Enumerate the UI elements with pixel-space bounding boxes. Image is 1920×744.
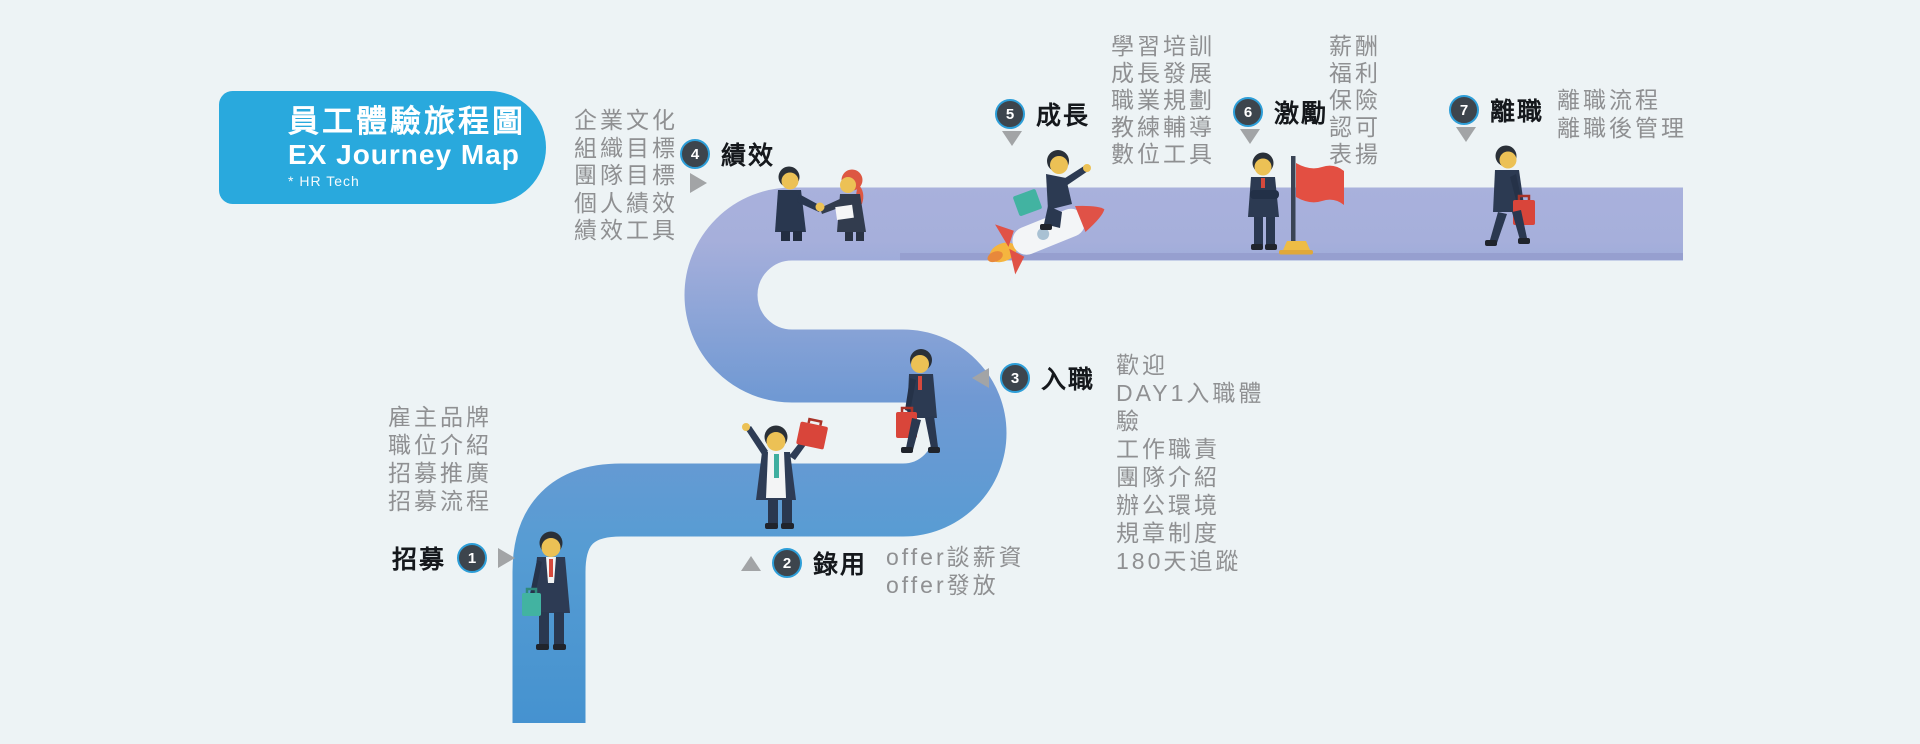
journey-road-path: [512, 187, 1683, 723]
stage2-label: 錄用: [813, 551, 868, 579]
onboarding-walking-man-icon: [896, 349, 940, 453]
stage1-list: 雇主品牌 職位介紹 招募推廣 招募流程: [388, 404, 492, 514]
stage7-marker: 7 離職: [1449, 92, 1544, 128]
stage5-label: 成長: [1036, 102, 1091, 130]
page-subtitle: EX Journey Map: [288, 139, 520, 170]
road-bottom-edge-shade: [900, 253, 1683, 260]
title-card: 員工體驗旅程圖 EX Journey Map * HR Tech: [219, 91, 546, 204]
stage3-label: 入職: [1041, 366, 1096, 394]
stage1-marker: 招募 1: [392, 540, 516, 576]
stage3-left-arrow-icon: [972, 368, 989, 388]
stage1-right-arrow-icon: [498, 548, 516, 568]
stage6-marker: 6 激勵: [1233, 94, 1328, 130]
stage2-up-arrow-icon: [741, 555, 761, 571]
stage7-list: 離職流程 離職後管理: [1557, 87, 1687, 141]
stage6-number-badge: 6: [1233, 97, 1263, 127]
stage7-number-badge: 7: [1449, 95, 1479, 125]
leaving-walking-man-icon: [1485, 145, 1535, 246]
candidate-standing-icon: [522, 531, 570, 650]
stage1-label: 招募: [392, 546, 447, 574]
teal-briefcase-icon: [1013, 189, 1042, 216]
stage5-marker: 5 成長: [995, 96, 1090, 132]
stage4-marker: 4 績效: [680, 136, 775, 172]
handshake-pair-icon: [775, 166, 866, 241]
stage2-marker: 2 錄用: [741, 545, 867, 581]
red-briefcase-icon: [796, 417, 828, 450]
stage6-list: 薪酬 福利 保險 認可 表揚: [1329, 33, 1381, 167]
stage6-down-arrow-icon: [1240, 129, 1260, 144]
stage7-down-arrow-icon: [1456, 127, 1476, 142]
man-with-flag-icon: [1248, 152, 1344, 255]
stage4-number-badge: 4: [680, 139, 710, 169]
flag-pole-icon: [1291, 156, 1296, 246]
stage3-marker: 3 入職: [972, 360, 1095, 396]
stage1-number-badge: 1: [457, 543, 488, 573]
stage3-number-badge: 3: [1000, 363, 1030, 393]
teal-briefcase-icon: [522, 593, 541, 616]
stage2-number-badge: 2: [772, 548, 802, 578]
stage4-list: 企業文化 組織目標 團隊目標 個人績效 績效工具: [574, 107, 678, 243]
title-note: * HR Tech: [288, 173, 360, 189]
red-flag-icon: [1296, 163, 1344, 205]
stage6-label: 激勵: [1274, 100, 1329, 128]
page-title: 員工體驗旅程圖: [288, 104, 526, 139]
celebrating-man-icon: [742, 417, 828, 529]
stage5-down-arrow-icon: [1002, 131, 1022, 146]
stage5-number-badge: 5: [995, 99, 1025, 129]
stage7-label: 離職: [1490, 98, 1545, 126]
stage5-list: 學習培訓 成長發展 職業規劃 教練輔導 數位工具: [1111, 33, 1215, 167]
stage4-right-arrow-icon: [690, 173, 707, 193]
document-icon: [835, 204, 854, 221]
rocket-rider-icon: [987, 150, 1105, 275]
stage4-label: 績效: [721, 142, 776, 170]
stage3-list: 歡迎 DAY1入職體驗 工作職責 團隊介紹 辦公環境 規章制度 180天追蹤: [1116, 352, 1265, 574]
stage2-list: offer談薪資 offer發放: [886, 544, 1025, 598]
